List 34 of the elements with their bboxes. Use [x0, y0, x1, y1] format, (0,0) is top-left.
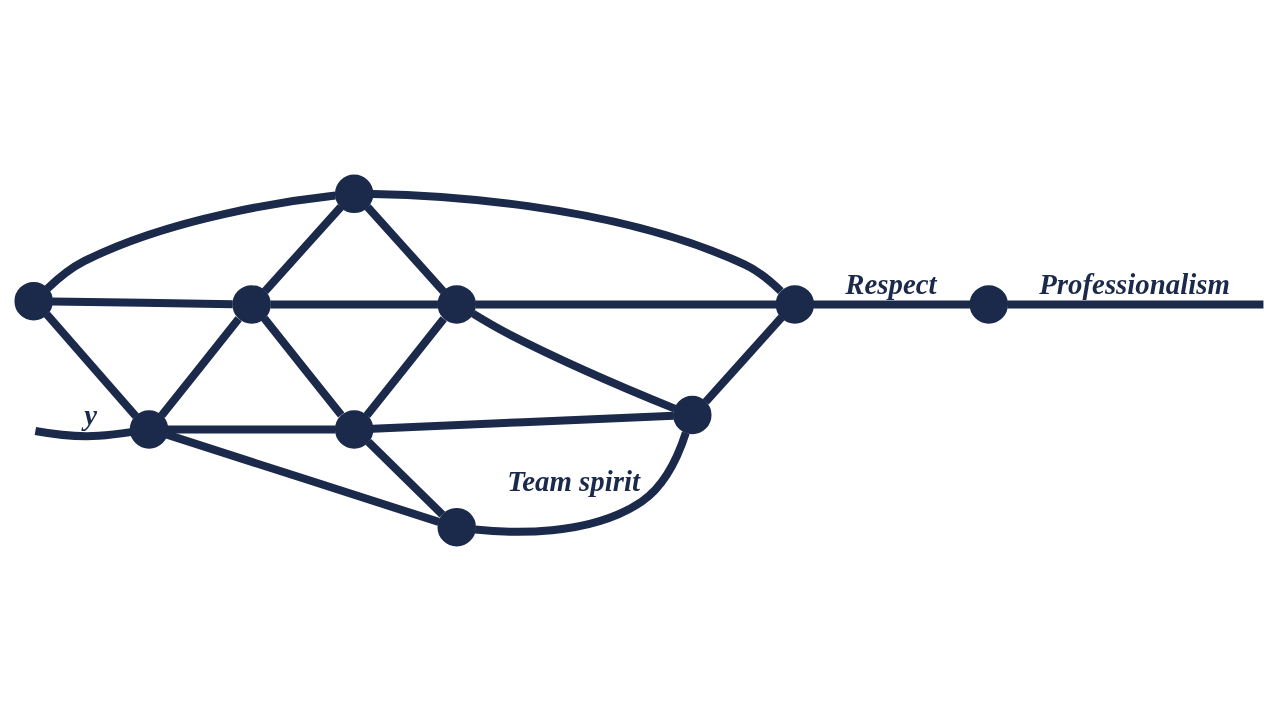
node-circle [334, 409, 374, 449]
connector [262, 203, 344, 294]
connector [52, 296, 233, 308]
connector [158, 315, 242, 418]
connector [167, 424, 336, 433]
connector [1007, 299, 1264, 308]
connector [44, 191, 336, 291]
node-circle [129, 409, 169, 449]
connector [270, 299, 438, 308]
node-circle [673, 395, 712, 434]
connector [363, 315, 447, 418]
edge-label: Team spirit [507, 464, 640, 497]
node-circle [437, 284, 476, 324]
connector [43, 311, 139, 419]
connector [365, 438, 446, 517]
connector [261, 315, 345, 418]
connector [372, 411, 674, 433]
connector [702, 314, 785, 405]
node-circle [334, 174, 374, 213]
node-circle [437, 507, 476, 546]
connector [813, 299, 970, 308]
connector [364, 203, 447, 294]
connector [474, 431, 690, 536]
connector [165, 430, 440, 526]
node-circle [775, 284, 815, 324]
connector [34, 426, 132, 440]
connector [475, 299, 777, 308]
edge-label: Professionalism [1039, 267, 1230, 300]
node-circle [969, 284, 1008, 324]
node-circle [14, 281, 53, 320]
connector [470, 309, 677, 412]
node-circle [232, 284, 271, 324]
edge-label: Respect [845, 267, 937, 300]
connector [372, 189, 784, 294]
